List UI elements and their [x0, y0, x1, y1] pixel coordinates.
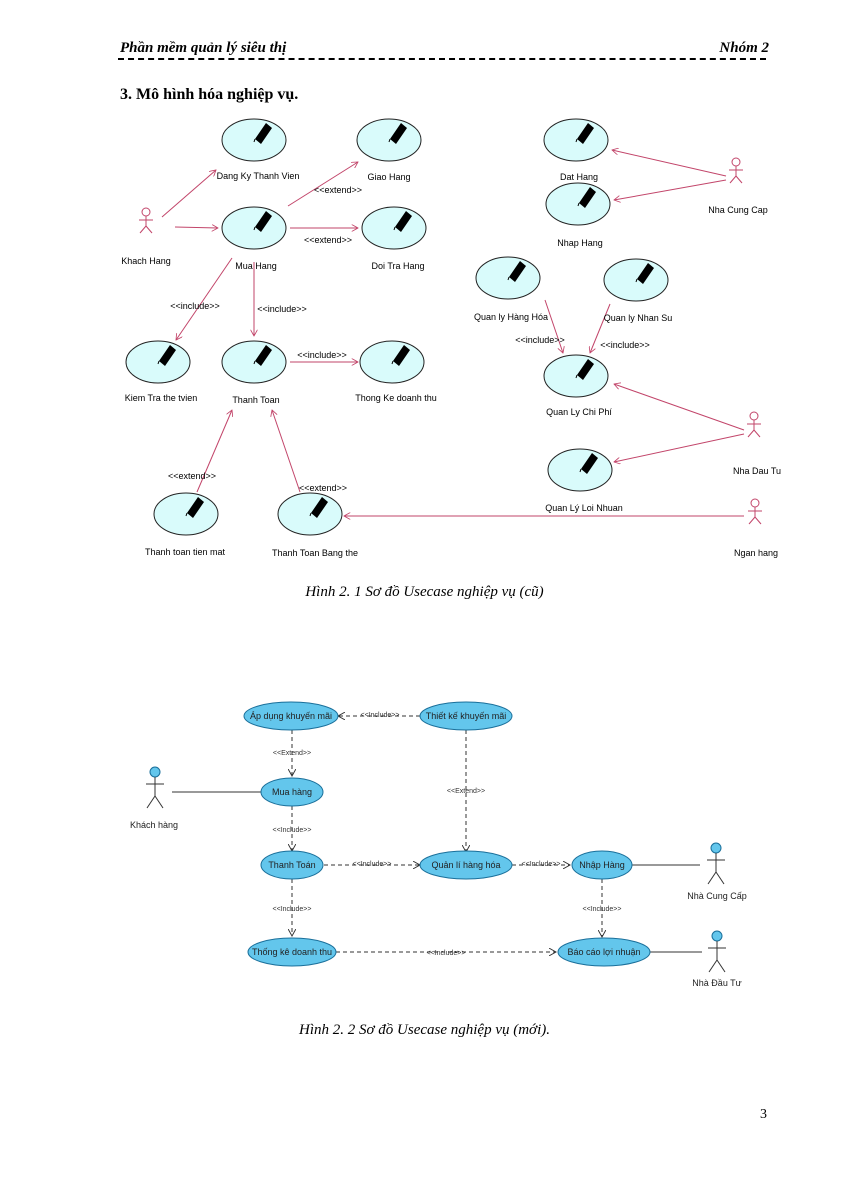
svg-text:Giao Hang: Giao Hang — [367, 172, 410, 182]
usecase-bao-cao-loi-nhuan: Báo cáo lợi nhuận — [557, 937, 651, 967]
svg-text:Ngan hang: Ngan hang — [734, 548, 778, 558]
svg-text:Mua hàng: Mua hàng — [272, 787, 312, 797]
usecase-dang-ky-thanh-vien: Dang Ky Thanh Vien — [217, 118, 300, 181]
usecase-diagram-old: Dang Ky Thanh Vien Giao Hang Mua Hang Do… — [121, 118, 781, 558]
usecase-doi-tra-hang: Doi Tra Hang — [361, 206, 427, 271]
rel-label-extend-bang-the: <<extend>> — [299, 483, 347, 493]
header-group: Nhóm 2 — [719, 40, 769, 56]
usecase-quan-ly-chi-phi: Quan Ly Chi Phí — [543, 354, 612, 417]
actor-ngan-hang: Ngan hang — [734, 498, 778, 558]
usecase-thiet-ke-khuyen-mai: Thiết kế khuyến mãi — [419, 701, 513, 731]
svg-text:Dat Hang: Dat Hang — [560, 172, 598, 182]
svg-text:Thong Ke doanh thu: Thong Ke doanh thu — [355, 393, 437, 403]
usecase-thong-ke-doanh-thu: Thong Ke doanh thu — [355, 340, 437, 403]
usecase-diagram-new: Áp dụng khuyến mãi Thiết kế khuyến mãi M… — [130, 701, 747, 988]
rel-label-include-thong-ke: <<Include>> — [273, 906, 312, 913]
usecase-quan-ly-loi-nhuan: Quan Lý Loi Nhuan — [545, 448, 623, 513]
rel-label-include-nhap-hang: <<Include>> — [522, 861, 561, 868]
rel-label-extend-giao-hang: <<extend>> — [314, 185, 362, 195]
usecase-quan-ly-hang-hoa: Quan ly Hàng Hóa — [474, 256, 548, 322]
svg-text:Nha Cung Cap: Nha Cung Cap — [708, 205, 768, 215]
figure-caption-old: Hình 2. 1 Sơ đồ Usecase nghiệp vụ (cũ) — [305, 584, 544, 600]
usecase-nhap-hang: Nhập Hàng — [571, 850, 633, 880]
usecase-giao-hang: Giao Hang — [356, 118, 422, 182]
svg-text:Áp dụng khuyến mãi: Áp dụng khuyến mãi — [250, 711, 332, 721]
usecase-thanh-toan: Thanh Toán — [260, 850, 324, 880]
header-divider — [118, 58, 766, 60]
usecase-mua-hang: Mua hàng — [260, 777, 324, 807]
header-title: Phần mềm quản lý siêu thị — [120, 40, 287, 56]
svg-text:Thanh toan tien mat: Thanh toan tien mat — [145, 547, 226, 557]
rel-label-include-quan-li: <<Include>> — [353, 861, 392, 868]
usecase-ap-dung-khuyen-mai: Áp dụng khuyến mãi — [243, 701, 339, 731]
svg-text:Báo cáo lợi nhuận: Báo cáo lợi nhuận — [568, 947, 641, 957]
rel-label-extend-mua-hang: <<Extend>> — [273, 750, 311, 757]
svg-text:Doi Tra Hang: Doi Tra Hang — [371, 261, 424, 271]
usecase-thanh-toan: Thanh Toan — [221, 340, 287, 405]
usecase-nhap-hang: Nhap Hang — [545, 182, 611, 248]
rel-label-include-ap-dung: <<Include>> — [361, 712, 400, 719]
actor-nha-cung-cap: Nhà Cung Cấp — [687, 842, 747, 901]
actor-khach-hang: Khach Hang — [121, 207, 171, 266]
actor-nha-dau-tu: Nhà Đầu Tư — [692, 930, 742, 988]
actor-nha-cung-cap: Nha Cung Cap — [708, 157, 768, 215]
actor-nha-dau-tu: Nha Dau Tu — [733, 411, 781, 476]
page-number: 3 — [760, 1107, 767, 1122]
svg-text:Nhập Hàng: Nhập Hàng — [579, 860, 625, 870]
rel-label-include-kiem-tra: <<include>> — [170, 301, 220, 311]
usecase-thong-ke-doanh-thu: Thống kê doanh thu — [247, 937, 337, 967]
rel-label-extend-tien-mat: <<extend>> — [168, 471, 216, 481]
new-links — [172, 716, 702, 952]
svg-text:Thiết kế khuyến mãi: Thiết kế khuyến mãi — [426, 711, 507, 721]
rel-label-include-thong-ke: <<include>> — [297, 350, 347, 360]
svg-text:Mua Hang: Mua Hang — [235, 261, 277, 271]
svg-text:Quan Lý Loi Nhuan: Quan Lý Loi Nhuan — [545, 503, 623, 513]
usecase-thanh-toan-bang-the: Thanh Toan Bang the — [272, 492, 358, 558]
svg-text:Khach Hang: Khach Hang — [121, 256, 171, 266]
rel-label-include-bao-cao: <<Include>> — [583, 906, 622, 913]
svg-text:Thanh Toan Bang the: Thanh Toan Bang the — [272, 548, 358, 558]
rel-label-extend-doi-tra: <<extend>> — [304, 235, 352, 245]
svg-text:Dang Ky Thanh Vien: Dang Ky Thanh Vien — [217, 171, 300, 181]
svg-text:Quan ly Nhan Su: Quan ly Nhan Su — [604, 313, 673, 323]
rel-label-include-thanh-toan: <<include>> — [257, 304, 307, 314]
usecase-quan-li-hang-hoa: Quản lí hàng hóa — [419, 850, 513, 880]
usecase-kiem-tra-the: Kiem Tra the tvien — [125, 340, 198, 403]
rel-label-include-thanh-toan: <<Include>> — [273, 827, 312, 834]
usecase-thanh-toan-tien-mat: Thanh toan tien mat — [145, 492, 226, 557]
usecase-mua-hang: Mua Hang — [221, 206, 287, 271]
svg-text:Quan ly Hàng Hóa: Quan ly Hàng Hóa — [474, 312, 548, 322]
svg-text:Nha Dau Tu: Nha Dau Tu — [733, 466, 781, 476]
svg-text:Nhà Đầu Tư: Nhà Đầu Tư — [692, 978, 741, 988]
figure-caption-new: Hình 2. 2 Sơ đồ Usecase nghiệp vụ (mới). — [299, 1022, 550, 1038]
svg-text:Quản lí hàng hóa: Quản lí hàng hóa — [431, 860, 500, 870]
svg-text:Thống kê doanh thu: Thống kê doanh thu — [252, 947, 332, 957]
svg-text:Thanh Toán: Thanh Toán — [268, 860, 315, 870]
svg-text:Kiem Tra the tvien: Kiem Tra the tvien — [125, 393, 198, 403]
rel-label-include-doanh-thu: <<Include>> — [427, 950, 466, 957]
usecase-quan-ly-nhan-su: Quan ly Nhan Su — [603, 258, 673, 323]
section-title: 3. Mô hình hóa nghiệp vụ. — [120, 86, 299, 103]
old-links — [161, 150, 745, 516]
actor-khach-hang: Khách hàng — [130, 766, 178, 830]
rel-label-extend-quan-li: <<Extend>> — [447, 788, 485, 795]
svg-text:Nhà Cung Cấp: Nhà Cung Cấp — [687, 891, 747, 901]
rel-label-include-nhan-su: <<include>> — [600, 340, 650, 350]
svg-text:Khách hàng: Khách hàng — [130, 820, 178, 830]
svg-text:Thanh Toan: Thanh Toan — [232, 395, 279, 405]
svg-text:Nhap Hang: Nhap Hang — [557, 238, 603, 248]
usecase-dat-hang: Dat Hang — [543, 118, 609, 182]
rel-label-include-hang-hoa: <<include>> — [515, 335, 565, 345]
svg-text:Quan Ly Chi Phí: Quan Ly Chi Phí — [546, 407, 612, 417]
